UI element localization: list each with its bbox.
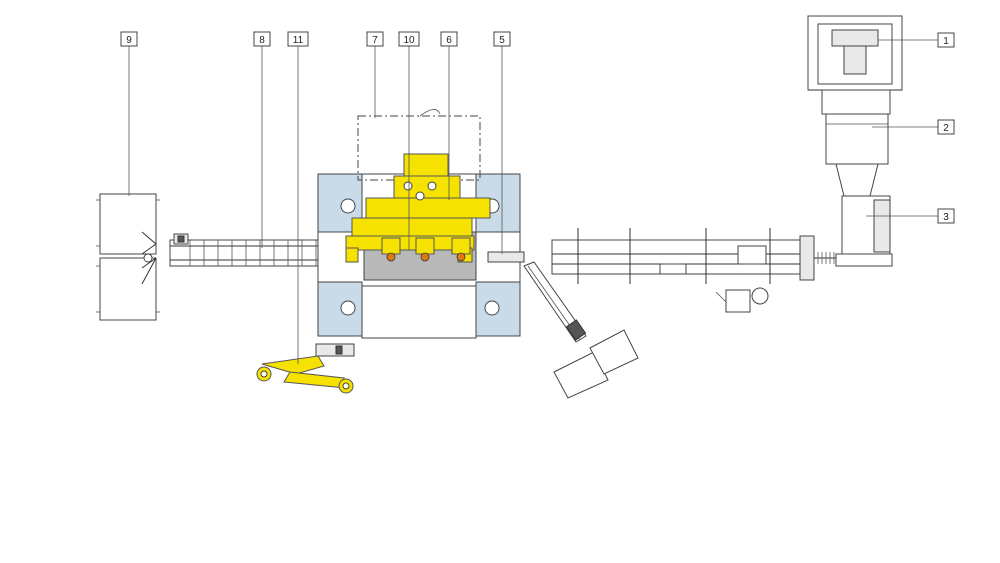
callouts: 9 8 11 7 10 6	[120, 31, 955, 364]
callout-10: 10	[398, 31, 420, 250]
callout-3: 3	[866, 208, 955, 224]
callout-6: 6	[440, 31, 458, 200]
callout-label-7: 7	[372, 35, 378, 46]
callout-label-5: 5	[499, 35, 505, 46]
extruder-unit	[551, 228, 842, 313]
callout-label-8: 8	[259, 35, 265, 46]
callout-7: 7	[366, 31, 384, 118]
callout-11: 11	[287, 31, 309, 364]
callout-label-9: 9	[126, 35, 132, 46]
unit-8-conveyor	[169, 233, 343, 267]
unit-5-transfer	[487, 251, 525, 263]
callout-label-10: 10	[403, 35, 415, 46]
tooling-assembly	[345, 153, 491, 263]
unit-9-discharge-boxes	[96, 193, 160, 321]
callout-label-6: 6	[446, 35, 452, 46]
inclined-discharge	[523, 261, 639, 399]
unit-11-handling-arm	[256, 343, 355, 394]
callout-2: 2	[872, 119, 955, 135]
callout-label-2: 2	[943, 123, 949, 134]
callout-8: 8	[253, 31, 271, 248]
feeder-tower	[807, 15, 903, 267]
callout-5: 5	[493, 31, 511, 254]
callout-label-1: 1	[943, 36, 949, 47]
callout-label-11: 11	[293, 35, 304, 46]
callout-label-3: 3	[943, 212, 949, 223]
callout-9: 9	[120, 31, 138, 196]
callout-1: 1	[878, 32, 955, 48]
